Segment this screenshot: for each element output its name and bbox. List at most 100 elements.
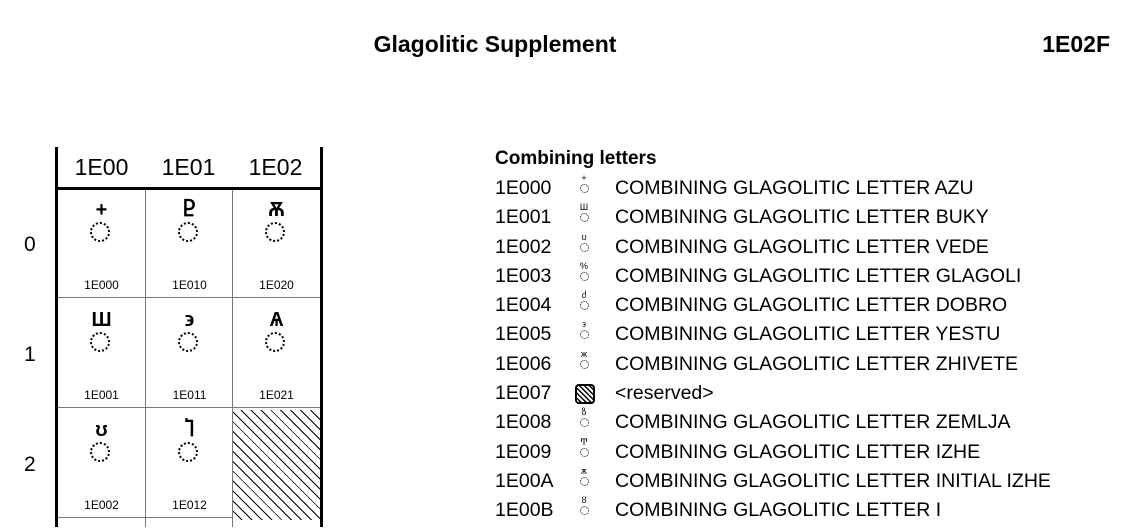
char-name: COMBINING GLAGOLITIC LETTER BUKY <box>615 206 989 229</box>
glyph-icon: ʊ <box>95 419 108 441</box>
code-point: 1E004 <box>495 294 552 317</box>
char-cell: ϶ 1E011 <box>146 300 233 410</box>
cell-code: 1E002 <box>84 498 119 512</box>
dotted-circle-icon <box>579 271 589 281</box>
list-item: 1E001 Ш COMBINING GLAGOLITIC LETTER BUKY <box>495 202 989 235</box>
header-divider <box>58 187 320 190</box>
dotted-circle-icon <box>579 301 589 311</box>
list-item: 1E005 ϶ COMBINING GLAGOLITIC LETTER YESTU <box>495 319 1000 352</box>
char-name: COMBINING GLAGOLITIC LETTER VEDE <box>615 235 989 258</box>
code-point: 1E002 <box>495 235 552 258</box>
code-point: 1E003 <box>495 264 552 287</box>
glyph-icon: % <box>577 260 591 281</box>
list-item: 1E000 + COMBINING GLAGOLITIC LETTER AZU <box>495 174 974 206</box>
section-heading: Combining letters <box>495 148 657 169</box>
dotted-circle-icon <box>90 332 110 352</box>
code-point: 1E000 <box>495 177 552 199</box>
cell-code: 1E011 <box>172 388 207 402</box>
dotted-circle-icon <box>579 184 589 193</box>
glyph-icon: ѫ <box>577 466 591 486</box>
list-item: 1E009 Ͳ COMBINING GLAGOLITIC LETTER IZHE <box>495 436 980 470</box>
column-header: 1E01 <box>161 154 216 180</box>
char-name: COMBINING GLAGOLITIC LETTER AZU <box>615 177 974 199</box>
glyph-char: Ͳ <box>580 436 588 447</box>
code-point: 1E00B <box>495 499 554 522</box>
dotted-circle-icon <box>579 213 589 223</box>
glyph-char: + <box>581 173 587 183</box>
glyph-icon: Ѫ <box>268 199 285 221</box>
glyph-icon: Ⴈ <box>184 419 195 441</box>
char-name: COMBINING GLAGOLITIC LETTER INITIAL IZHE <box>615 469 1051 492</box>
list-item: 1E00B ȣ COMBINING GLAGOLITIC LETTER I <box>495 495 941 528</box>
char-cell: Ѫ 1E020 <box>233 190 320 300</box>
dotted-circle-icon <box>90 222 110 242</box>
glyph-icon: ж <box>577 348 591 369</box>
char-cell: Ѧ 1E021 <box>233 300 320 410</box>
glyph-icon: ȣ <box>577 495 591 516</box>
code-point: 1E007 <box>495 382 552 405</box>
char-name: COMBINING GLAGOLITIC LETTER YESTU <box>615 323 1001 346</box>
page-title: Glagolitic Supplement <box>373 31 617 57</box>
cell-code: 1E021 <box>259 388 294 402</box>
cell-code: 1E010 <box>172 278 207 292</box>
char-cell: Ⴈ 1E012 <box>146 410 233 520</box>
char-cell: ʊ 1E002 <box>58 410 145 520</box>
dotted-circle-icon <box>579 242 589 252</box>
glyph-icon: Ѧ <box>269 309 284 331</box>
dotted-circle-icon <box>90 442 110 462</box>
char-name: COMBINING GLAGOLITIC LETTER DOBRO <box>615 294 1008 317</box>
row-divider <box>58 407 320 408</box>
code-point: 1E006 <box>495 352 552 375</box>
dotted-circle-icon <box>579 330 589 340</box>
glyph-icon: ზ <box>577 407 591 428</box>
code-point: 1E008 <box>495 411 552 434</box>
dotted-circle-icon <box>178 442 198 462</box>
code-point: 1E005 <box>495 323 552 346</box>
column-header: 1E02 <box>248 154 303 180</box>
dotted-circle-icon <box>579 418 589 428</box>
char-cell: Ш 1E001 <box>58 300 145 410</box>
cell-code: 1E000 <box>84 278 119 292</box>
glyph-char: % <box>579 260 588 271</box>
glyph-icon: + <box>95 199 108 221</box>
dotted-circle-icon <box>579 506 589 516</box>
glyph-char: ზ <box>581 407 587 418</box>
char-name: COMBINING GLAGOLITIC LETTER I <box>615 499 942 522</box>
char-name: COMBINING GLAGOLITIC LETTER GLAGOLI <box>615 264 1022 287</box>
list-item: 1E004 ძ COMBINING GLAGOLITIC LETTER DOBRO <box>495 291 1007 323</box>
row-label: 0 <box>24 233 36 256</box>
glyph-char: ȣ <box>581 495 587 506</box>
list-item: 1E008 ზ COMBINING GLAGOLITIC LETTER ZEMLJA <box>495 407 1010 440</box>
list-item: 1E007 <reserved> <box>495 382 714 411</box>
char-name: COMBINING GLAGOLITIC LETTER ZHIVETE <box>615 352 1019 375</box>
row-label: 2 <box>24 453 36 476</box>
code-point: 1E001 <box>495 206 552 229</box>
glyph-char: Ш <box>579 202 589 213</box>
glyph-icon: Ш <box>577 202 591 223</box>
list-item: 1E00A ѫ COMBINING GLAGOLITIC LETTER INITIA… <box>495 466 1051 499</box>
code-point: 1E00A <box>495 469 554 492</box>
glyph-icon: ძ <box>577 291 591 311</box>
glyph-icon: Ⴒ <box>183 199 196 221</box>
glyph-icon: + <box>577 174 591 193</box>
glyph-char: ϶ <box>582 319 586 330</box>
glyph-char: ж <box>580 348 588 359</box>
char-name: COMBINING GLAGOLITIC LETTER IZHE <box>615 440 981 463</box>
char-name: <reserved> <box>615 382 714 405</box>
column-divider <box>145 190 146 527</box>
row-divider <box>58 297 320 298</box>
block-range: 1E02F <box>1042 31 1110 57</box>
char-cell: Ⴒ 1E010 <box>146 190 233 300</box>
code-point: 1E009 <box>495 440 552 463</box>
dotted-circle-icon <box>178 332 198 352</box>
dotted-circle-icon <box>579 359 589 369</box>
list-item: 1E006 ж COMBINING GLAGOLITIC LETTER ZHIVET… <box>495 348 1018 382</box>
cell-code: 1E001 <box>84 388 119 402</box>
list-item: 1E003% COMBINING GLAGOLITIC LETTER GLAGOL… <box>495 260 1021 294</box>
row-label: 1 <box>24 343 36 366</box>
cell-code: 1E012 <box>172 498 207 512</box>
dotted-circle-icon <box>579 476 589 486</box>
glyph-icon: Ш <box>91 309 112 331</box>
char-name: COMBINING GLAGOLITIC LETTER ZEMLJA <box>615 411 1011 434</box>
